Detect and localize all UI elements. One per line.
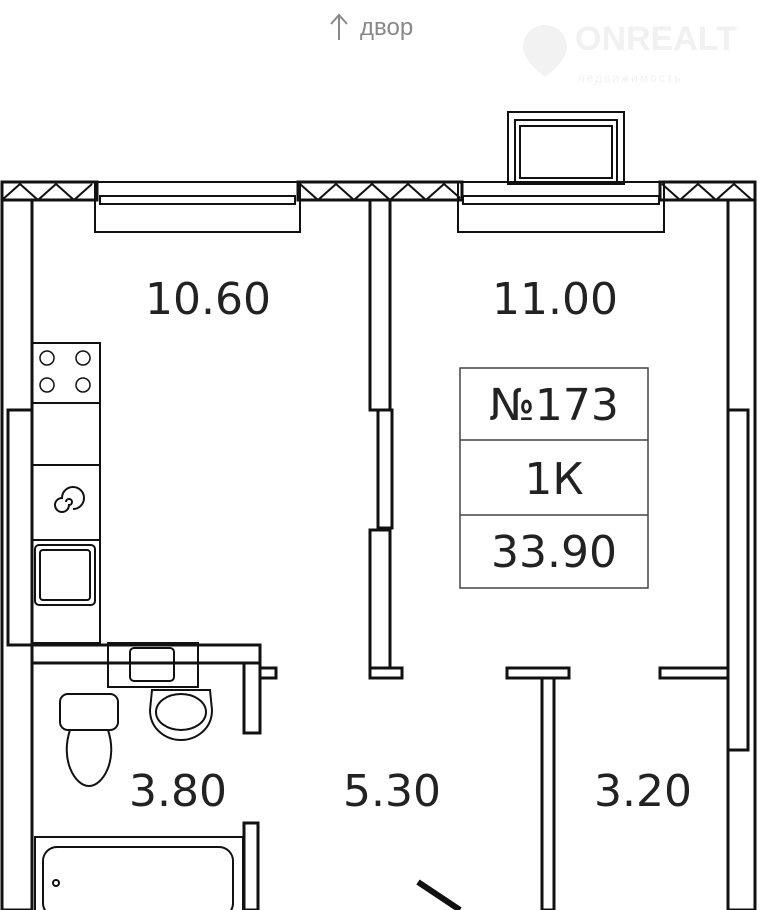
bathtub-icon <box>34 836 244 910</box>
window <box>94 181 301 233</box>
window <box>457 181 665 233</box>
exterior-wall-right <box>726 198 757 910</box>
exterior-wall-left <box>0 198 34 910</box>
watermark-logo: ONREALT недвижимость <box>523 20 737 85</box>
room-area-kitchen: 10.60 <box>145 274 271 325</box>
apartment-type: 1К <box>524 454 583 505</box>
room-area-closet: 3.20 <box>594 766 692 817</box>
watermark-subtitle: недвижимость <box>578 71 683 85</box>
balcony <box>507 111 625 185</box>
washing-machine-icon <box>31 464 101 541</box>
arrow-up-icon <box>330 13 348 40</box>
apartment-info-box: №173 1К 33.90 <box>459 367 649 589</box>
apartment-number: №173 <box>489 380 619 431</box>
stove-icon <box>31 342 101 404</box>
washbasin-icon <box>148 689 214 742</box>
room-area-bathroom: 3.80 <box>129 766 227 817</box>
interior-wall <box>30 198 730 910</box>
watermark-brand: ONREALT <box>575 20 737 58</box>
apartment-total-area: 33.90 <box>491 527 617 578</box>
orientation-label: двор <box>360 14 413 41</box>
radiator-icon <box>107 642 199 688</box>
room-area-living-room: 11.00 <box>492 274 618 325</box>
sink-icon <box>34 544 96 606</box>
room-area-hallway: 5.30 <box>343 766 441 817</box>
toilet-icon <box>59 693 119 788</box>
exterior-wall-top <box>0 180 757 202</box>
